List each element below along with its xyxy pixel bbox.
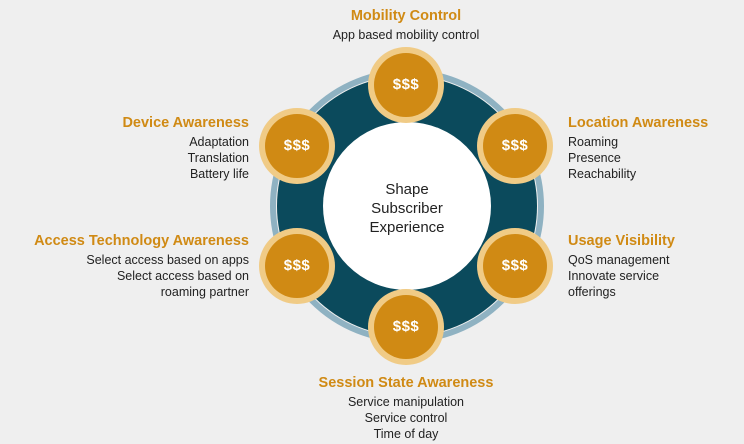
node-access-technology-awareness <box>259 228 335 304</box>
session-state-awareness-item-3: Time of day <box>373 427 439 441</box>
location-awareness-item-3: Reachability <box>568 167 637 181</box>
access-technology-awareness-title: Access Technology Awareness <box>34 233 249 249</box>
center-line-1: Shape <box>385 181 429 198</box>
dollar-symbol-location-awareness: $$$ <box>501 137 529 154</box>
usage-visibility-title: Usage Visibility <box>568 233 675 249</box>
dollar-symbol-device-awareness: $$$ <box>283 137 311 154</box>
location-awareness-item-1: Roaming <box>568 135 619 149</box>
center-line-3: Experience <box>369 219 445 236</box>
node-usage-visibility <box>477 228 553 304</box>
device-awareness-item-3: Battery life <box>189 167 249 181</box>
node-mobility-control <box>368 47 444 123</box>
device-awareness-block: Device Awareness Adaptation Translation … <box>79 114 249 182</box>
device-awareness-item-2: Translation <box>187 151 249 165</box>
node-location-awareness <box>477 108 553 184</box>
node-session-state-awareness <box>368 289 444 365</box>
session-state-awareness-block: Session State Awareness Service manipula… <box>296 374 516 442</box>
mobility-control-title: Mobility Control <box>350 8 462 24</box>
access-technology-awareness-item-2: Select access based on <box>116 269 249 283</box>
location-awareness-title: Location Awareness <box>568 115 709 131</box>
inner-circle <box>323 122 491 290</box>
device-awareness-item-1: Adaptation <box>189 135 249 149</box>
access-technology-awareness-item-1: Select access based on apps <box>86 253 249 267</box>
location-awareness-item-2: Presence <box>568 151 621 165</box>
device-awareness-title: Device Awareness <box>122 115 249 131</box>
node-device-awareness <box>259 108 335 184</box>
access-technology-awareness-block: Access Technology Awareness Select acces… <box>14 232 249 300</box>
dollar-symbol-access-technology-awareness: $$$ <box>283 257 311 274</box>
usage-visibility-item-3: offerings <box>568 285 616 299</box>
usage-visibility-item-1: QoS management <box>568 253 670 267</box>
location-awareness-block: Location Awareness Roaming Presence Reac… <box>568 114 738 182</box>
dollar-symbol-mobility-control: $$$ <box>392 76 420 93</box>
center-line-2: Subscriber <box>371 200 443 217</box>
mobility-control-item-1: App based mobility control <box>332 28 480 42</box>
dollar-symbol-usage-visibility: $$$ <box>501 257 529 274</box>
session-state-awareness-title: Session State Awareness <box>318 375 494 391</box>
session-state-awareness-item-1: Service manipulation <box>347 395 465 409</box>
session-state-awareness-item-2: Service control <box>364 411 448 425</box>
access-technology-awareness-item-3: roaming partner <box>160 285 249 299</box>
dollar-symbol-session-state-awareness: $$$ <box>392 318 420 335</box>
usage-visibility-item-2: Innovate service <box>568 269 660 283</box>
usage-visibility-block: Usage Visibility QoS management Innovate… <box>568 232 738 300</box>
mobility-control-block: Mobility Control App based mobility cont… <box>306 7 506 43</box>
center-label: Shape Subscriber Experience <box>337 180 477 237</box>
